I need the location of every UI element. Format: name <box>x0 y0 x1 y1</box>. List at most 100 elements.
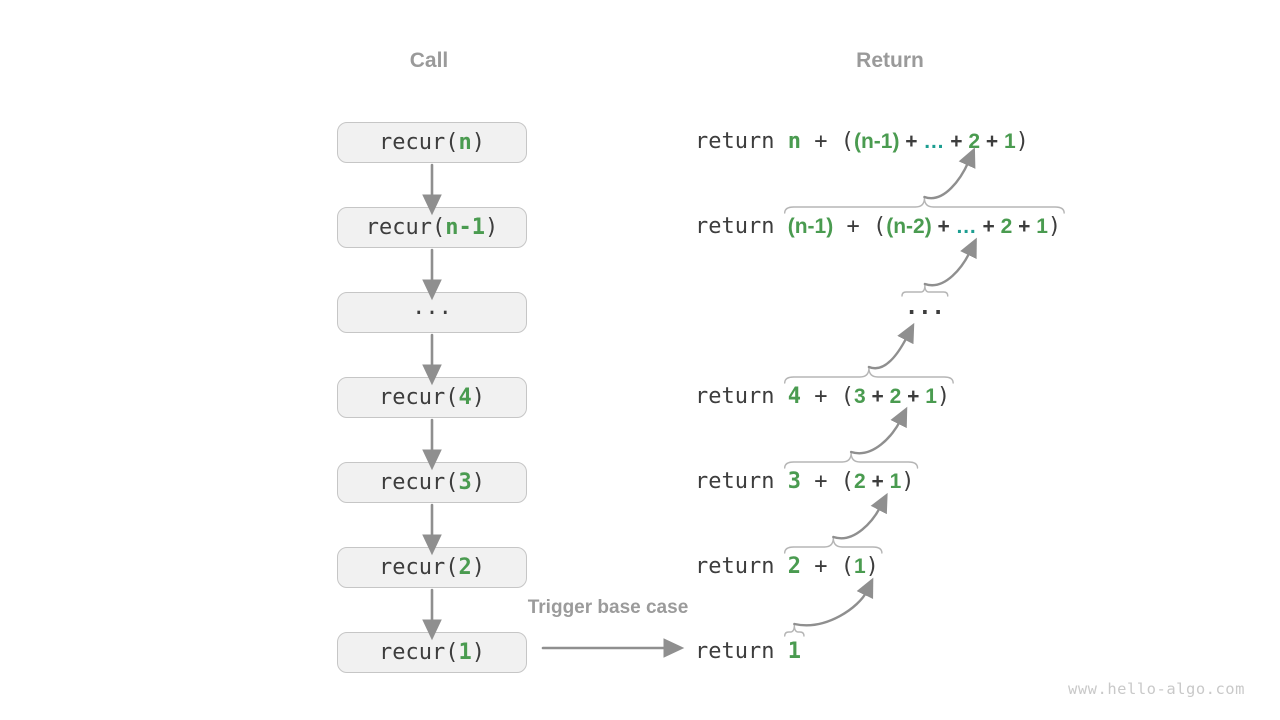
watermark: www.hello-algo.com <box>1068 680 1245 698</box>
code-token: + ( <box>800 129 854 154</box>
code-token: + ( <box>800 554 854 579</box>
return-line-return-ellipsis: ... <box>905 295 945 321</box>
code-token: (n-2) <box>886 215 932 238</box>
overbrace <box>784 537 883 554</box>
call-box-text: recur(2) <box>379 555 485 580</box>
return-unwind-arrow <box>849 406 908 455</box>
code-token: return <box>695 384 788 409</box>
code-token: + ( <box>800 384 854 409</box>
trigger-base-case-label: Trigger base case <box>527 597 689 618</box>
call-box-text: recur(n) <box>379 130 485 155</box>
return-unwind-arrow <box>867 322 915 370</box>
code-token: recur( <box>379 384 459 410</box>
code-token: recur( <box>365 214 446 240</box>
return-unwind-arrow <box>793 577 874 627</box>
code-token: ) <box>471 639 485 665</box>
return-keyword: return <box>695 554 788 579</box>
code-token: 1 <box>1003 130 1016 153</box>
return-keyword: return <box>695 639 788 664</box>
code-token: return <box>695 129 788 154</box>
code-token: 1 <box>1036 215 1048 238</box>
code-token: 4 <box>787 384 801 409</box>
code-token: n-1 <box>445 214 485 240</box>
code-token: ... <box>905 295 945 320</box>
code-token: 1 <box>925 385 937 408</box>
code-token: … <box>955 215 977 238</box>
code-token: 3 <box>458 469 472 495</box>
code-token: 2 <box>968 130 981 153</box>
code-token: (n-1) <box>853 130 900 153</box>
code-token: + <box>865 385 890 408</box>
code-token: (n-1) <box>787 215 834 238</box>
code-token: … <box>923 130 945 153</box>
call-box-text: recur(1) <box>379 640 485 665</box>
code-token: 1 <box>853 555 866 578</box>
call-box-ellipsis: ... <box>337 291 527 333</box>
code-token: 2 <box>889 385 902 408</box>
return-keyword: return <box>695 214 788 239</box>
overbrace <box>784 197 1065 214</box>
return-column-header: Return <box>856 49 924 72</box>
code-token: + <box>931 215 956 238</box>
return-expression: 4 + (3 + 2 + 1) <box>788 384 950 409</box>
return-line-return-n: return n + ((n-1) + … + 2 + 1) <box>695 129 1029 155</box>
code-token: return <box>695 469 788 494</box>
code-token: recur( <box>379 554 459 580</box>
code-token: 2 <box>853 470 866 493</box>
return-line-return-3: return 3 + (2 + 1) <box>695 469 915 495</box>
return-line-return-2: return 2 + (1) <box>695 554 879 580</box>
call-box-recur-n: recur(n) <box>337 121 527 163</box>
call-box-recur-3: recur(3) <box>337 461 527 503</box>
code-token: + <box>901 385 926 408</box>
code-token: return <box>695 639 788 664</box>
code-token: ) <box>471 554 485 580</box>
code-token: + <box>976 215 1001 238</box>
return-line-return-n-1: return (n-1) + ((n-2) + … + 2 + 1) <box>695 214 1061 240</box>
return-unwind-arrow <box>832 492 888 540</box>
return-keyword: return <box>695 129 788 154</box>
code-token: + <box>980 130 1004 153</box>
code-token: recur( <box>379 639 459 665</box>
code-token: 4 <box>458 384 472 410</box>
return-unwind-arrow <box>923 147 976 200</box>
call-column-header: Call <box>409 49 449 72</box>
code-token: 2 <box>1000 215 1013 238</box>
code-token: 3 <box>787 469 801 494</box>
call-box-recur-1: recur(1) <box>337 631 527 673</box>
code-token: 1 <box>889 470 902 493</box>
code-token: ) <box>865 554 879 579</box>
code-token: ) <box>901 469 915 494</box>
return-expression: (n-1) + ((n-2) + … + 2 + 1) <box>788 214 1061 239</box>
call-box-recur-2: recur(2) <box>337 546 527 588</box>
code-token: ) <box>471 129 485 155</box>
call-box-recur-4: recur(4) <box>337 376 527 418</box>
code-token: ) <box>484 214 499 240</box>
code-token: ) <box>471 384 485 410</box>
overbrace <box>784 452 919 469</box>
return-expression: n + ((n-1) + … + 2 + 1) <box>788 129 1029 154</box>
code-token: recur( <box>379 469 459 495</box>
code-token: ) <box>936 384 951 409</box>
code-token: return <box>695 214 788 239</box>
call-box-text: recur(3) <box>379 470 485 495</box>
return-line-return-1: return 1 <box>695 639 801 665</box>
code-token: n <box>458 129 472 155</box>
return-expression: ... <box>905 295 945 320</box>
code-token: return <box>695 554 788 579</box>
overbrace <box>784 624 805 637</box>
code-token: + <box>944 130 969 153</box>
return-line-return-4: return 4 + (3 + 2 + 1) <box>695 384 950 410</box>
call-box-text: recur(n-1) <box>366 215 498 240</box>
code-token: 1 <box>458 639 472 665</box>
code-token: 2 <box>458 554 472 580</box>
call-box-text: recur(4) <box>379 385 485 410</box>
overbrace <box>784 367 954 384</box>
code-token: 3 <box>853 385 866 408</box>
call-box-text: ... <box>412 295 452 320</box>
code-token: ) <box>471 469 485 495</box>
code-token: + ( <box>833 214 887 239</box>
code-token: n <box>787 129 801 154</box>
return-expression: 1 <box>788 639 801 664</box>
code-token: recur( <box>379 129 459 155</box>
